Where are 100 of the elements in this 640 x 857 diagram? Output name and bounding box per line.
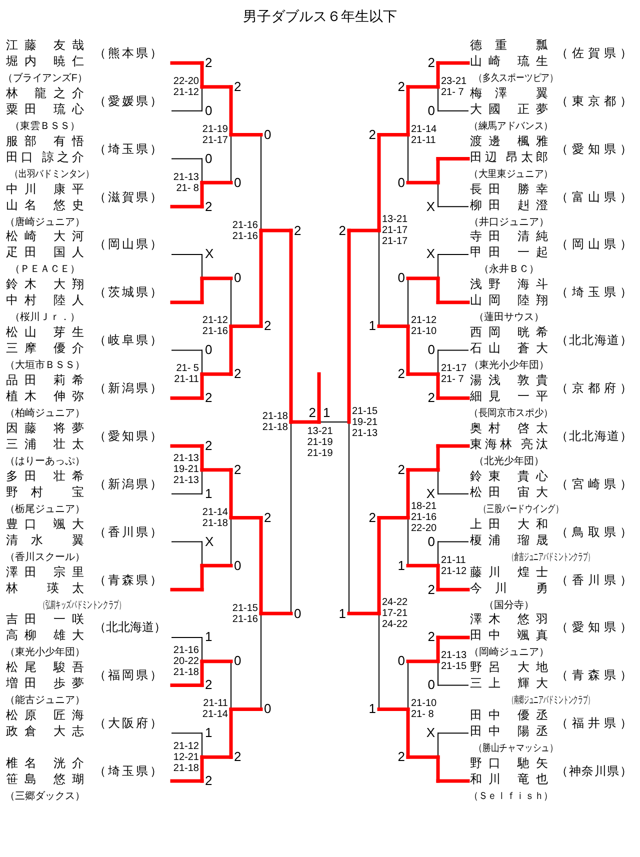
set-score: 17-21 (382, 608, 408, 619)
prefecture-label: （岐阜県） (94, 332, 162, 348)
game-count: 0 (205, 104, 212, 118)
game-count: 0 (234, 558, 242, 573)
game-count: 2 (398, 80, 405, 94)
prefecture-label: （熊本県） (94, 45, 162, 61)
set-score: 21-17 (382, 236, 408, 248)
player-name: 寺田 清純 (470, 228, 548, 244)
prefecture-label: （岡山県） (556, 236, 632, 252)
club-name: （三郷ダックス） (5, 790, 85, 804)
player-name: 澤田 宗里 (6, 564, 84, 580)
set-score: 21- 7 (441, 374, 464, 386)
player-name: 林 龍之介 (6, 84, 84, 101)
prefecture-label: （新潟県） (94, 476, 162, 492)
player-name: 疋田 国人 (6, 244, 84, 260)
player-name: 山崎 琉生 (470, 53, 548, 69)
prefecture-label: （青森県） (94, 572, 162, 588)
player-name: 浅野 海斗 (470, 276, 548, 292)
prefecture-label: （神奈川県） (556, 763, 632, 780)
set-score: 21-19 (306, 448, 334, 460)
prefecture-label: （新潟県） (94, 380, 162, 396)
set-score: 21- 8 (176, 182, 199, 194)
set-score: 22-20 (173, 76, 199, 87)
set-score: 21-14 (202, 709, 228, 720)
player-name: 松原 匠海 (6, 707, 84, 724)
set-score: 21-14 (202, 506, 228, 518)
set-score: 21-13 (173, 453, 199, 464)
game-count: 2 (398, 750, 405, 764)
game-count: 2 (205, 774, 212, 788)
game-count: 2 (294, 224, 302, 238)
game-count: 0 (294, 606, 302, 620)
game-count: 1 (368, 702, 376, 716)
club-name: （東光小少年団） (469, 359, 549, 372)
club-name: （大垣市ＢＳＳ） (5, 359, 85, 372)
player-name: 粟田 琉心 (6, 100, 84, 117)
club-name: （能古ジュニア） (5, 694, 85, 708)
club-name: （南郷ジュニアバドミントンクラブ） (509, 694, 593, 708)
set-score: 12-21 (173, 752, 199, 763)
set-score: 21-15 (232, 602, 258, 614)
set-score: 21-16 (202, 326, 228, 338)
club-name: （唐崎ジュニア） (5, 216, 85, 229)
game-count: 2 (428, 630, 435, 644)
set-score: 21-11 (174, 374, 199, 386)
prefecture-label: （愛知県） (556, 140, 632, 157)
game-count: 0 (264, 128, 272, 142)
set-score: 21-11 (441, 554, 466, 566)
game-count: 2 (428, 582, 435, 597)
game-count: 2 (428, 56, 435, 70)
player-name: 中村 陸人 (6, 292, 84, 308)
player-name: 野村 宝 (6, 484, 84, 500)
club-name: （ブライアンズF） (3, 72, 88, 85)
game-count: 0 (428, 534, 435, 549)
game-count: 1 (398, 558, 405, 573)
set-score: 21-19 (306, 437, 334, 448)
game-count: 2 (205, 678, 212, 692)
set-score: 21-19 (202, 124, 228, 135)
player-name: 渡邊 楓雅 (470, 132, 548, 149)
club-name: （練馬アドバンス） (469, 120, 553, 133)
set-score: 21-12 (173, 86, 199, 98)
player-name: 吉田 一咲 (6, 611, 84, 628)
set-score: 21-12 (411, 315, 437, 326)
game-count: 0 (398, 654, 405, 668)
player-name: 豊口 颯大 (6, 516, 84, 532)
set-score: 21-16 (232, 230, 258, 242)
player-name: 大國 正夢 (470, 100, 548, 117)
set-score: 21-18 (262, 422, 288, 434)
set-score: 21-17 (441, 363, 467, 374)
set-score: 20-22 (173, 656, 199, 667)
player-name: 榎浦 瑠晟 (470, 532, 548, 548)
game-count: X (205, 534, 214, 549)
player-name: 鈴木 大翔 (6, 276, 84, 292)
prefecture-label: （愛媛県） (94, 92, 162, 109)
player-name: 細見 一平 (470, 388, 548, 404)
prefecture-label: （福岡県） (94, 667, 162, 684)
set-score: 23-21 (441, 76, 467, 87)
set-score: 19-21 (173, 464, 199, 476)
player-name: 因藤 将夢 (6, 420, 84, 436)
player-name: 品田 莉希 (6, 372, 84, 388)
game-count: 0 (264, 702, 272, 716)
player-name: 梅澤 翼 (470, 84, 548, 101)
prefecture-label: （大阪府） (94, 715, 162, 732)
set-score: 21-18 (262, 411, 288, 422)
prefecture-label: （愛知県） (94, 428, 162, 444)
game-count: 0 (428, 104, 435, 118)
player-name: 藤川 煌士 (470, 564, 548, 580)
prefecture-label: （愛知県） (556, 619, 632, 636)
club-name: （勝山チャマッシュ） (474, 742, 558, 756)
club-name: （三股バードウイング） (479, 502, 563, 516)
prefecture-label: （埼玉県） (94, 763, 162, 780)
game-count: 0 (205, 152, 212, 166)
player-name: 服部 有悟 (6, 132, 84, 149)
game-count: 2 (398, 367, 405, 382)
set-score: 21-13 (173, 172, 199, 183)
club-name: （はりーあっぷ） (5, 454, 85, 468)
prefecture-label: （佐賀県） (556, 45, 632, 61)
prefecture-label: （福井県） (556, 715, 632, 732)
player-name: 今川 勇 (470, 580, 548, 596)
game-count: X (426, 486, 435, 501)
club-name: （桜川Ｊｒ．） (10, 311, 80, 324)
set-score: 21-18 (173, 666, 199, 678)
